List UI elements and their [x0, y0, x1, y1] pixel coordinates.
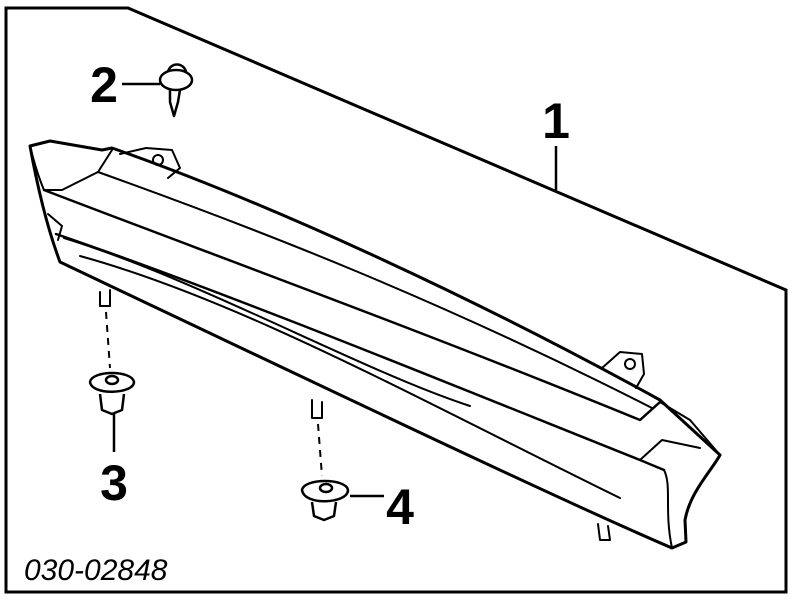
lower-channel-line [63, 237, 471, 407]
callout-1: 1 [542, 93, 570, 149]
callout-3: 3 [100, 455, 128, 511]
upper-surface-line [42, 188, 662, 422]
callout-2: 2 [90, 57, 118, 113]
grille-panel-part [28, 139, 722, 550]
grommet-nut-part-4 [300, 479, 350, 522]
alignment-line-part-3 [105, 311, 111, 369]
grommet-3-body [88, 371, 136, 393]
reference-number: 030-02848 [24, 554, 168, 587]
middle-stud [311, 399, 323, 419]
push-clip-shank [168, 89, 182, 118]
alignment-line-part-4 [317, 423, 323, 477]
upper-tab-hole [152, 154, 164, 166]
grommet-4-shank [310, 501, 338, 522]
grommet-4-body [300, 479, 350, 503]
grommet-nut-part-3 [88, 371, 136, 416]
right-end-cap-lower [663, 469, 673, 549]
right-end-cap [639, 401, 721, 461]
right-stud [597, 523, 611, 541]
right-mounting-tab [601, 351, 645, 389]
bottom-curve-line [79, 255, 621, 499]
push-clip-part [158, 63, 194, 118]
left-stud [99, 289, 111, 307]
grommet-3-shank [98, 393, 126, 416]
grommet-3-hole [104, 374, 120, 386]
right-tab-hole [624, 358, 636, 370]
push-clip-cap [166, 63, 188, 73]
left-end-cap [29, 145, 113, 191]
push-clip-head [158, 68, 194, 92]
upper-ridge-line [97, 171, 653, 409]
diagram-frame [4, 6, 788, 594]
grille-outline [28, 139, 722, 550]
grommet-4-hole [318, 482, 334, 494]
upper-mounting-tab [119, 147, 181, 179]
callout-4: 4 [386, 479, 414, 535]
